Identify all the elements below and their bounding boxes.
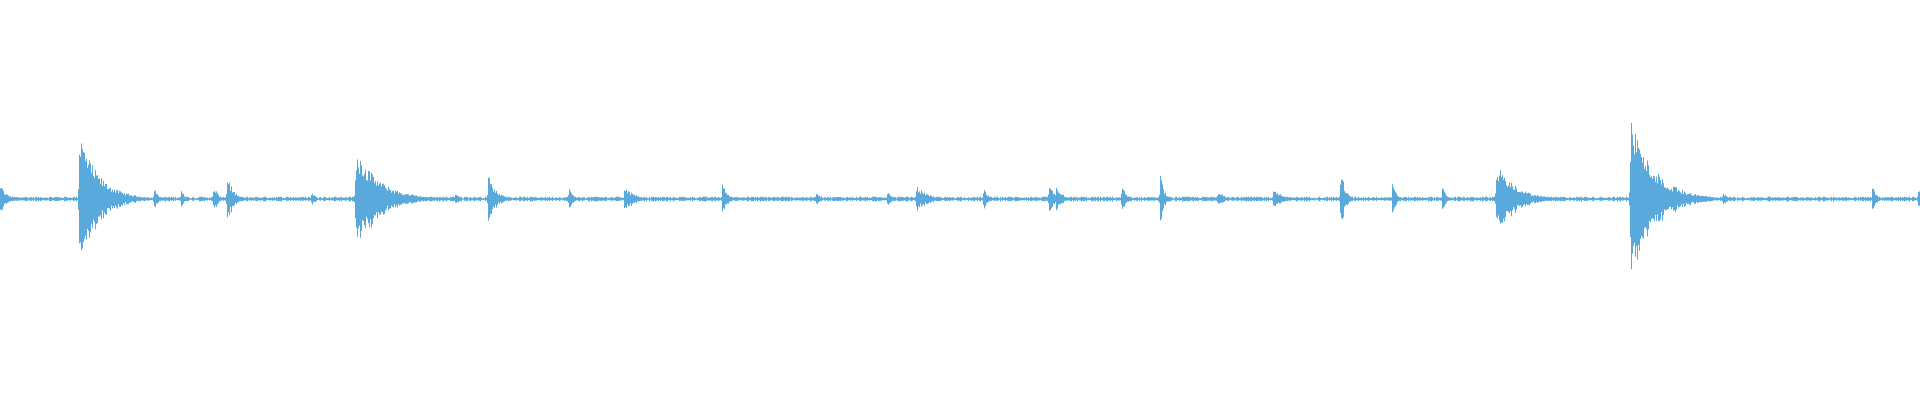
waveform-trace — [0, 122, 1920, 270]
